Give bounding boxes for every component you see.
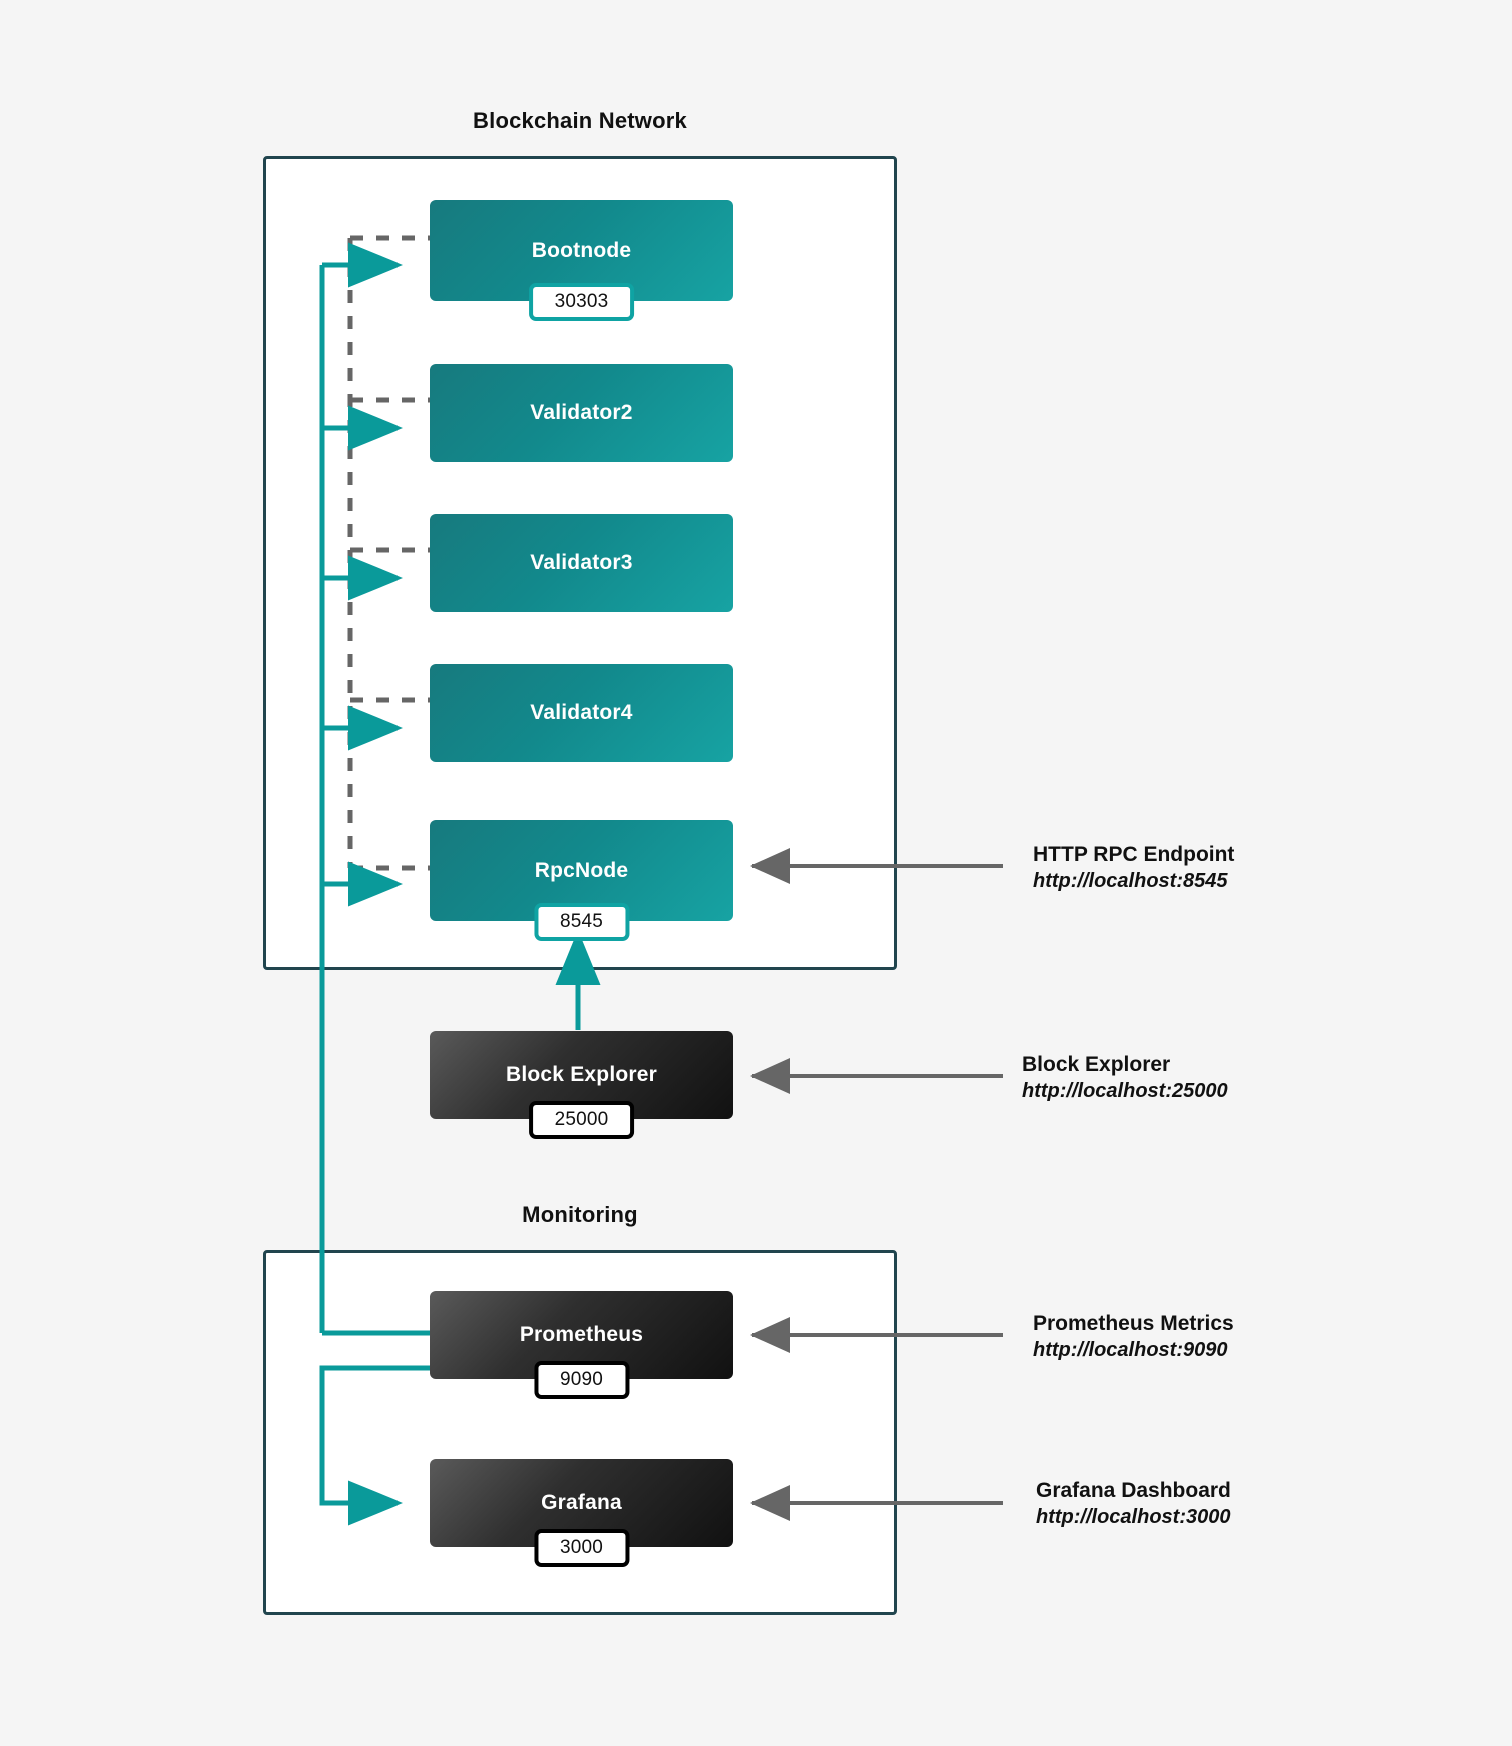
node-bootnode[interactable]: Bootnode 30303 — [430, 200, 733, 321]
node-bootnode-port: 30303 — [528, 283, 635, 321]
node-bootnode-label: Bootnode — [531, 238, 632, 262]
annotation-prometheus-url[interactable]: http://localhost:9090 — [1033, 1338, 1228, 1361]
annotation-prometheus-title: Prometheus Metrics — [1033, 1312, 1234, 1335]
node-rpcnode[interactable]: RpcNode 8545 — [430, 820, 733, 941]
node-validator4[interactable]: Validator4 — [430, 664, 733, 762]
node-grafana-port: 3000 — [533, 1529, 630, 1567]
annotation-grafana-url[interactable]: http://localhost:3000 — [1036, 1505, 1231, 1528]
annotation-grafana-title: Grafana Dashboard — [1036, 1479, 1231, 1502]
annotation-http-rpc-title: HTTP RPC Endpoint — [1033, 843, 1235, 866]
annotation-grafana-dashboard: Grafana Dashboard http://localhost:3000 — [1036, 1478, 1231, 1530]
cluster-title-blockchain: Blockchain Network — [473, 108, 687, 133]
annotation-prometheus-metrics: Prometheus Metrics http://localhost:9090 — [1033, 1311, 1234, 1363]
node-rpcnode-label: RpcNode — [534, 858, 629, 882]
node-grafana-label: Grafana — [541, 1491, 622, 1514]
annotation-http-rpc-endpoint: HTTP RPC Endpoint http://localhost:8545 — [1033, 842, 1234, 894]
node-rpcnode-port: 8545 — [533, 903, 630, 941]
annotation-http-rpc-url[interactable]: http://localhost:8545 — [1033, 869, 1228, 892]
node-block-explorer-port: 25000 — [528, 1101, 635, 1139]
annotation-block-explorer: Block Explorer http://localhost:25000 — [1022, 1052, 1228, 1104]
node-validator2-label: Validator2 — [530, 401, 633, 424]
node-block-explorer-label: Block Explorer — [505, 1063, 658, 1086]
node-validator4-label: Validator4 — [530, 701, 633, 724]
cluster-title-monitoring: Monitoring — [522, 1202, 638, 1227]
node-validator3-label: Validator3 — [530, 551, 633, 574]
node-validator3[interactable]: Validator3 — [430, 514, 733, 612]
node-block-explorer[interactable]: Block Explorer 25000 — [430, 1031, 733, 1139]
node-grafana[interactable]: Grafana 3000 — [430, 1459, 733, 1567]
node-prometheus-label: Prometheus — [519, 1323, 644, 1346]
node-prometheus-port: 9090 — [533, 1361, 630, 1399]
node-prometheus[interactable]: Prometheus 9090 — [430, 1291, 733, 1399]
node-validator2[interactable]: Validator2 — [430, 364, 733, 462]
annotation-block-explorer-url[interactable]: http://localhost:25000 — [1022, 1079, 1228, 1102]
annotation-block-explorer-title: Block Explorer — [1022, 1053, 1171, 1076]
